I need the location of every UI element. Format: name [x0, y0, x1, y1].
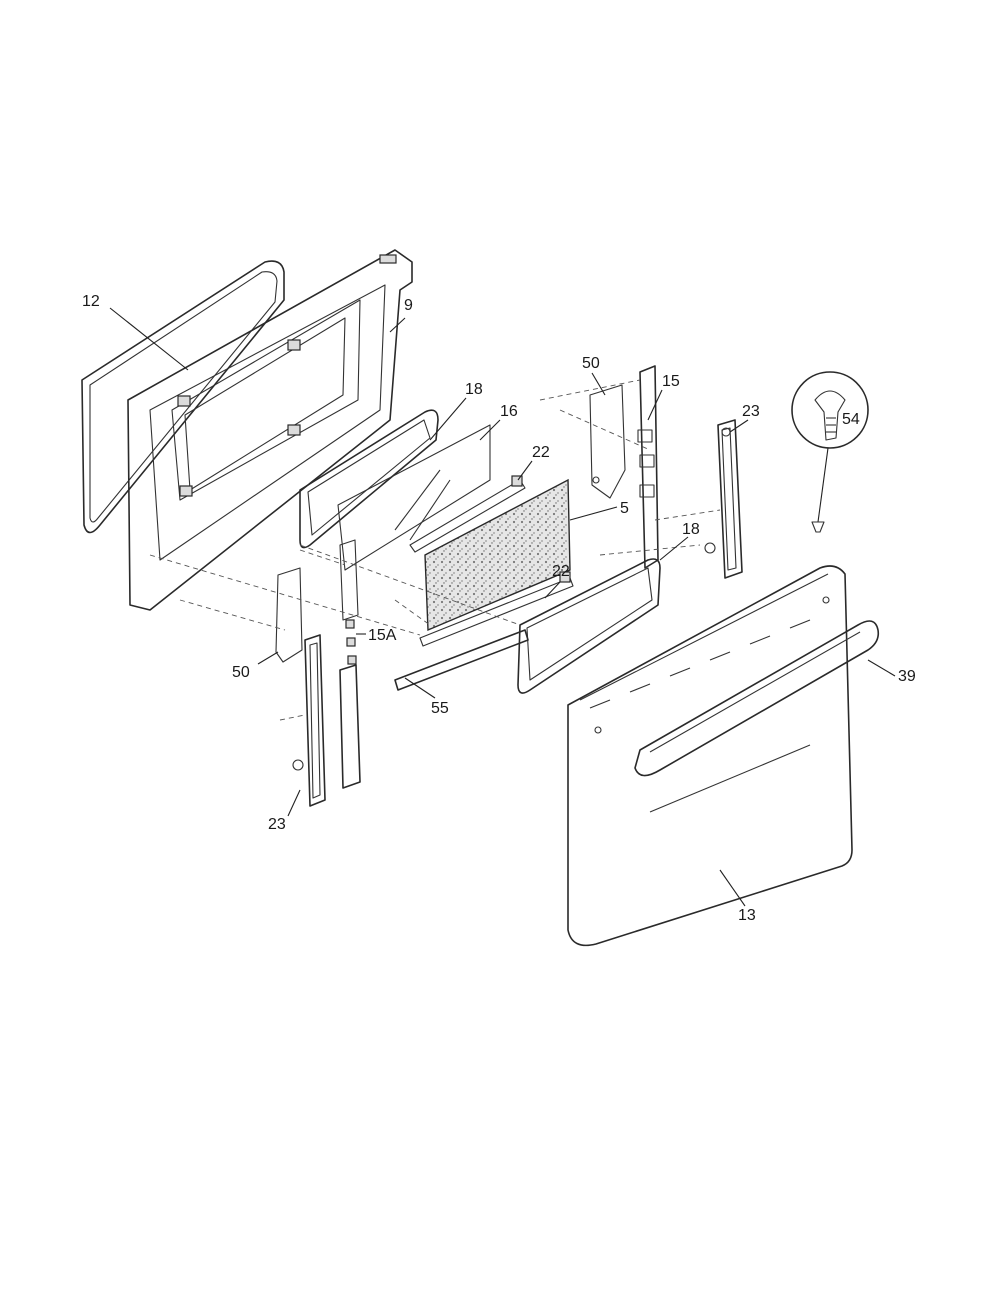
- callout-9: 9: [404, 297, 413, 314]
- callout-54: 54: [842, 411, 860, 428]
- inner-door-panel-part: [127, 249, 413, 611]
- support-bracket-lower-part: [275, 567, 303, 663]
- glass-retainer-upper-part: [409, 475, 526, 553]
- glass-retainer-lower-part: [419, 571, 574, 647]
- callout-50-lower: 50: [232, 664, 250, 681]
- callout-13: 13: [738, 907, 756, 924]
- support-bracket-upper-part: [589, 384, 626, 499]
- hinge-right-part: [704, 419, 743, 579]
- callout-12: 12: [82, 293, 100, 310]
- callout-23-right: 23: [742, 403, 760, 420]
- callout-15: 15: [662, 373, 680, 390]
- callout-18-upper: 18: [465, 381, 483, 398]
- door-handle-part: [634, 620, 880, 777]
- callout-39: 39: [898, 668, 916, 685]
- door-channel-part: [637, 365, 659, 569]
- window-frame-lower-part: [517, 558, 661, 694]
- door-gasket-part: [81, 260, 285, 534]
- callout-55: 55: [431, 700, 449, 717]
- callout-22-lower: 22: [552, 563, 570, 580]
- outer-door-panel-part: [567, 565, 853, 947]
- callout-labels: 12 9 18 16 22 50 15 23 54 5 18 22 15A 50…: [82, 293, 916, 924]
- leader-lines: [109, 307, 896, 907]
- callout-18-lower: 18: [682, 521, 700, 538]
- callout-16: 16: [500, 403, 518, 420]
- callout-15A: 15A: [368, 627, 397, 644]
- window-frame-upper-part: [299, 409, 439, 549]
- callout-23-left: 23: [268, 816, 286, 833]
- hinge-left-part: [292, 634, 361, 807]
- screw-detail-part: [791, 371, 869, 533]
- callout-22-upper: 22: [532, 444, 550, 461]
- spacer-stack-part: [339, 539, 359, 665]
- glass-panel-part: [337, 424, 491, 571]
- lower-trim-part: [394, 629, 529, 691]
- callout-50-upper: 50: [582, 355, 600, 372]
- insulation-part: [424, 478, 571, 632]
- assembly-lines: [149, 379, 721, 721]
- callout-5: 5: [620, 500, 629, 517]
